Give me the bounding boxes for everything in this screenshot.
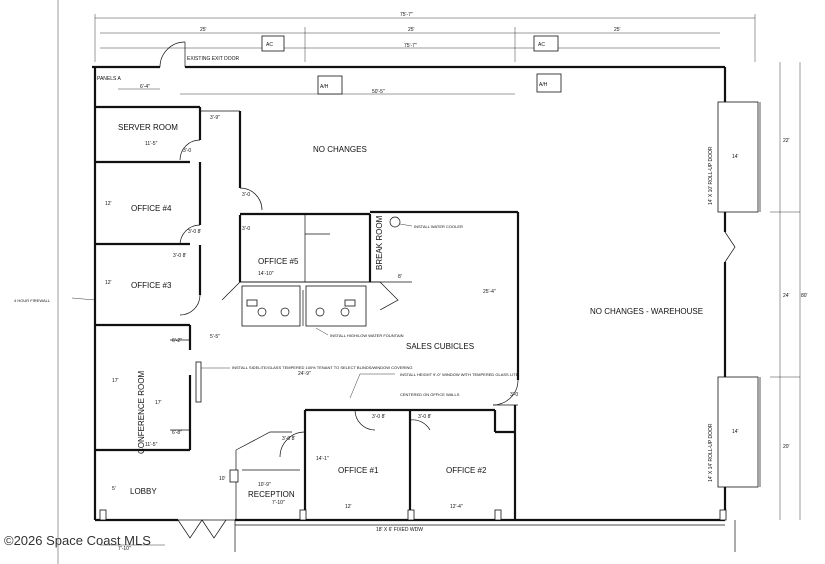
- dim-overall-width: 75'-7": [400, 12, 413, 18]
- dim-right-mid: 24': [783, 293, 790, 299]
- break-room-label: BREAK ROOM: [375, 215, 384, 270]
- warehouse-label: NO CHANGES - WAREHOUSE: [590, 307, 703, 316]
- dim-corridor-h: 24'-9": [298, 371, 311, 377]
- dim-sales-h: 25'-4": [483, 289, 496, 295]
- dim-lobby-left: 5': [112, 486, 116, 492]
- dim-interior-width: 50'-5": [372, 89, 385, 95]
- dim-server-w: 11'-5": [145, 141, 158, 147]
- dim-right-bot: 20': [783, 444, 790, 450]
- sales-note-text: INSTALL HEIGHT 9'-0" WINDOW WITH TEMPERE…: [400, 372, 519, 377]
- roll-up-door-bot-label: 14' X 14' ROLL-UP DOOR: [708, 423, 714, 482]
- right-dimensions: 22' 24' 20' 80': [770, 62, 808, 520]
- dim-seg3: 25': [614, 27, 621, 33]
- server-room-label: SERVER ROOM: [118, 123, 178, 132]
- dim-reception-h: 7'-10": [272, 500, 285, 506]
- dim-door-top-h: 14': [732, 154, 739, 160]
- offices-1-2-walls: [303, 405, 517, 520]
- door-office1: 3'-0 8': [372, 414, 385, 420]
- water-cooler: INSTALL WATER COOLER: [389, 216, 463, 229]
- office-5-label: OFFICE #5: [258, 257, 299, 266]
- dim-break-w: 8': [398, 274, 402, 280]
- door-server: 3'-0: [183, 148, 191, 154]
- window-label: 18' X 6' FIXED WDW: [376, 527, 423, 533]
- door-office3: 3'-0 8': [173, 253, 186, 259]
- door-office2: 3'-0 8': [418, 414, 431, 420]
- exit-door: EXISTING EXIT DOOR: [159, 41, 240, 68]
- water-cooler-note: INSTALL WATER COOLER: [414, 224, 463, 229]
- dim-reception-w: 10'-9": [258, 482, 271, 488]
- ac-unit-1: AC: [261, 35, 285, 52]
- entry-doors: 7'-10": [99, 509, 727, 552]
- lobby-label: LOBBY: [130, 487, 157, 496]
- door-office5: 3'-0: [242, 226, 250, 232]
- fountain-note: INSTALL HIGH/LOW WATER FOUNTAIN: [330, 333, 404, 338]
- ac-unit-2-label: AC: [538, 42, 545, 48]
- office-2-label: OFFICE #2: [446, 466, 487, 475]
- dim-conf-inner: 17': [155, 400, 162, 406]
- air-handler-1-label: A/H: [320, 84, 329, 90]
- dim-lobby-h: 10': [219, 476, 226, 482]
- sales-cubicles-label: SALES CUBICLES: [406, 342, 474, 351]
- air-handler-2: A/H: [536, 73, 562, 93]
- air-handler-2-label: A/H: [539, 82, 548, 88]
- dim-office3-h: 12': [105, 280, 112, 286]
- top-dimensions: 75'-7" 25' 25' 25' 75'-7" 50'-5" 6'-4": [94, 12, 756, 95]
- ac-unit-2: AC: [533, 35, 559, 52]
- dim-conf-h: 17': [112, 378, 119, 384]
- dim-door-bot-h: 14': [732, 429, 739, 435]
- door-reception: 3'-0 8': [282, 436, 295, 442]
- dim-bottom-small: 7'-10": [118, 546, 131, 552]
- door-hall: 3'-0: [242, 192, 250, 198]
- dim-conf-bot: 6'-8": [172, 430, 182, 436]
- panels-label: PANELS A: [97, 76, 121, 82]
- dim-right-total: 80': [801, 293, 808, 299]
- dim-hall-w: 5'-5": [210, 334, 220, 340]
- west-rooms: [95, 105, 263, 452]
- restrooms: INSTALL HIGH/LOW WATER FOUNTAIN: [221, 281, 404, 338]
- dim-inner-width: 75'-7": [404, 43, 417, 49]
- sales-note: INSTALL HEIGHT 9'-0" WINDOW WITH TEMPERE…: [349, 372, 519, 399]
- roll-up-doors: [717, 101, 761, 488]
- dim-right-top: 22': [783, 138, 790, 144]
- dim-office2-w: 12'-4": [450, 504, 463, 510]
- office-5-walls: [240, 210, 520, 406]
- firewall: 4 HOUR FIREWALL: [14, 0, 96, 564]
- door-sales: 3'-0: [510, 392, 518, 398]
- watermark: ©2026 Space Coast MLS: [4, 533, 151, 548]
- dim-left-small: 6'-4": [140, 84, 150, 90]
- no-changes-label: NO CHANGES: [313, 145, 367, 154]
- dim-office1-w: 12': [345, 504, 352, 510]
- air-handler-1: A/H: [317, 75, 343, 95]
- conference-note: INSTALL SIDELITE/GLASS TEMPERED 100% TEN…: [195, 361, 413, 403]
- door-office4: 3'-0 8': [188, 229, 201, 235]
- reception-label: RECEPTION: [248, 490, 295, 499]
- roll-up-door-top-label: 14' X 10' ROLL-UP DOOR: [708, 146, 714, 205]
- dim-server-door: 3'-9": [210, 115, 220, 121]
- sales-note-text-2: CENTERED ON OFFICE WALLS: [400, 392, 460, 397]
- dim-seg1: 25': [200, 27, 207, 33]
- office-3-label: OFFICE #3: [131, 281, 172, 290]
- dim-conf-top: 6'-2": [172, 338, 182, 344]
- dim-office4-h: 12': [105, 201, 112, 207]
- exit-door-label: EXISTING EXIT DOOR: [187, 56, 240, 62]
- firewall-label: 4 HOUR FIREWALL: [14, 298, 51, 303]
- office-1-label: OFFICE #1: [338, 466, 379, 475]
- dim-seg2: 25': [408, 27, 415, 33]
- office-4-label: OFFICE #4: [131, 204, 172, 213]
- conference-room-label: CONFERENCE ROOM: [137, 371, 146, 454]
- dim-office1-h: 14'-1": [316, 456, 329, 462]
- reception-walls: [229, 431, 306, 520]
- ac-unit-1-label: AC: [266, 42, 273, 48]
- dim-office5-w: 14'-10": [258, 271, 274, 277]
- conf-note-text: INSTALL SIDELITE/GLASS TEMPERED 100% TEN…: [232, 365, 413, 370]
- dim-conf-w: 11'-5": [145, 442, 158, 448]
